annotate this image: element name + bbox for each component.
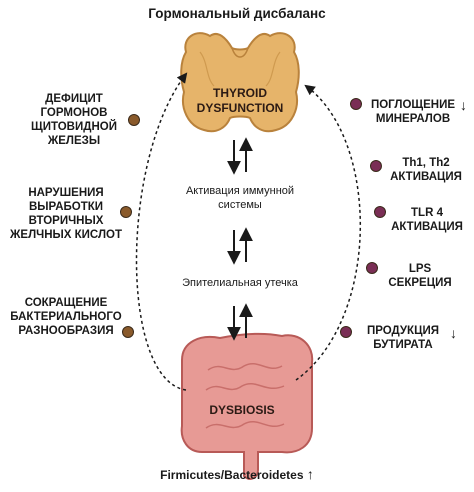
epithelial-leak-label: Эпителиальная утечка [182,277,298,289]
left-item-thyroid-hormone-deficit: ДЕФИЦИТ ГОРМОНОВ ЩИТОВИДНОЙ ЖЕЛЕЗЫ [31,93,117,147]
right-item-mineral-absorption: ПОГЛОЩЕНИЕ МИНЕРАЛОВ [370,99,456,125]
right-item-tlr4-activation: TLR 4 АКТИВАЦИЯ [391,207,463,233]
right-dashed-cycle-arrow [295,84,361,381]
left-item-bacterial-diversity-reduction: СОКРАЩЕНИЕ БАКТЕРИАЛЬНОГО РАЗНООБРАЗИЯ [10,297,122,337]
right-bullet-dot [340,326,352,338]
immune-activation-label: Активация иммунной системы [185,185,295,211]
intestine-illustration: DYSBIOSIS [180,332,314,480]
left-bullet-dot [128,114,140,126]
right-item-lps-secretion: LPS СЕКРЕЦИЯ [388,263,452,289]
increase-arrow-icon: ↑ [306,466,314,482]
left-bullet-dot [120,206,132,218]
right-bullet-dot [366,262,378,274]
right-item-th1-th2-activation: Th1, Th2 АКТИВАЦИЯ [390,157,462,183]
diagram-title: Гормональный дисбаланс [148,6,326,21]
double-arrow-1 [227,137,253,175]
dysbiosis-label: DYSBIOSIS [209,403,274,417]
decrease-arrow-icon: ↓ [460,97,467,113]
left-item-bile-acid-disorder: НАРУШЕНИЯ ВЫРАБОТКИ ВТОРИЧНЫХ ЖЕЛЧНЫХ КИ… [10,187,122,241]
thyroid-label-line2: DYSFUNCTION [197,101,284,115]
right-bullet-dot [370,160,382,172]
thyroid-gland-illustration: THYROID DYSFUNCTION [180,32,300,133]
left-dashed-cycle-arrow [135,72,188,391]
decrease-arrow-icon: ↓ [450,325,457,341]
firmicutes-bacteroidetes-label: Firmicutes/Bacteroidetes ↑ [160,466,314,482]
left-bullet-dot [122,326,134,338]
right-bullet-dot [350,98,362,110]
double-arrow-3 [227,303,253,341]
thyroid-label-line1: THYROID [213,86,267,100]
double-arrow-2 [227,227,253,265]
right-item-butyrate-production: ПРОДУКЦИЯ БУТИРАТА [366,325,439,351]
right-bullet-dot [374,206,386,218]
